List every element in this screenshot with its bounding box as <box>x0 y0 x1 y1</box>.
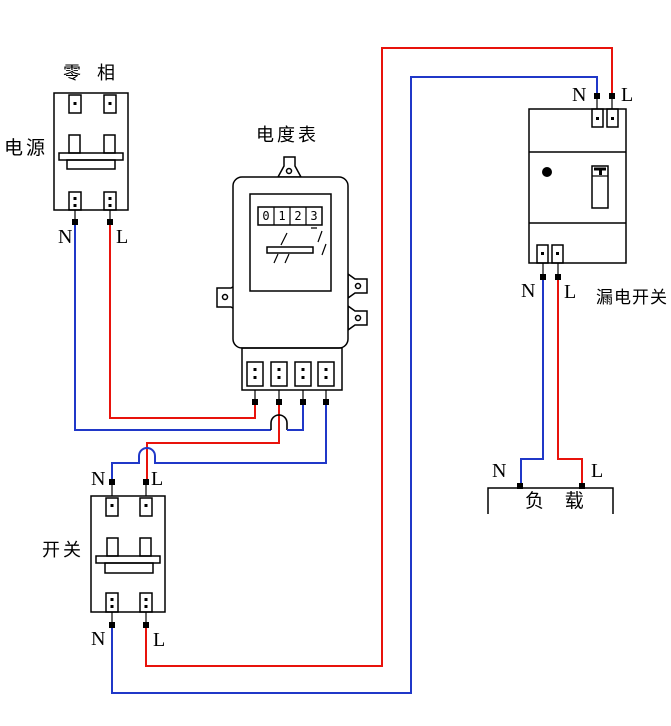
power-terminal-bottom-left <box>68 191 82 211</box>
wire-neutral-leakage-to-load <box>520 280 544 483</box>
meter-decoration-marks <box>273 227 327 264</box>
connection-nodes <box>72 93 615 628</box>
leakage-test-button <box>542 167 552 177</box>
power-supply-box <box>53 92 129 219</box>
terminal-phase-label: 相 <box>97 63 118 83</box>
switch-terminal-bottom-right <box>139 592 153 613</box>
meter-terminal-4 <box>317 361 335 387</box>
leakage-box-dividers <box>529 151 626 224</box>
live-wires <box>109 47 613 667</box>
neutral-wires <box>74 76 598 694</box>
wire-neutral-switch-to-leakage <box>111 76 598 694</box>
load-box <box>487 487 614 514</box>
meter-mount-tab-right2 <box>347 304 368 332</box>
switch-bottom-l-label: L <box>153 629 166 651</box>
switch-bottom-n-label: N <box>91 628 106 650</box>
load-outline <box>487 487 614 514</box>
meter-label: 电度表 <box>256 125 319 145</box>
meter-mount-tab-right1 <box>347 272 368 300</box>
meter-terminal-block <box>241 347 343 391</box>
meter-digit: 2 <box>294 209 302 223</box>
load-n-label: N <box>492 460 507 482</box>
power-l-label: L <box>116 226 129 248</box>
wire-neutral-supply-to-meter <box>287 405 304 431</box>
power-n-label: N <box>58 226 73 248</box>
leakage-terminal-top-l <box>606 108 619 128</box>
leakage-bottom-l-label: L <box>564 281 577 303</box>
leakage-bottom-n-label: N <box>521 280 536 302</box>
meter-terminal-3 <box>294 361 312 387</box>
power-terminal-top-left <box>68 94 82 114</box>
switch-toggle-base <box>104 562 154 574</box>
meter-terminal-2 <box>270 361 288 387</box>
energy-meter <box>216 156 368 399</box>
switch-terminal-top-right <box>139 497 153 517</box>
wire-crossover-hop <box>270 414 288 430</box>
load-label: 负 载 <box>525 491 587 512</box>
breaker-switch-box <box>90 485 166 622</box>
meter-display-window <box>249 193 332 292</box>
power-supply-label: 电源 <box>4 138 49 159</box>
power-toggle-base <box>66 159 116 170</box>
wire-live-meter-to-switch <box>146 405 280 479</box>
meter-mount-hole <box>285 167 293 175</box>
leakage-switch-label: 漏电开关 <box>596 288 668 307</box>
leakage-box-outline <box>528 108 627 264</box>
wire-live-supply-to-meter <box>109 225 256 419</box>
switch-terminal-top-left <box>105 497 119 517</box>
meter-digit: 0 <box>262 209 270 223</box>
power-toggle-bar <box>58 152 124 161</box>
leakage-top-l-label: L <box>621 84 634 106</box>
wire-live-leakage-to-load <box>557 280 583 483</box>
meter-mount-hole <box>221 293 229 301</box>
meter-terminal-1 <box>246 361 264 387</box>
terminal-zero-label: 零 <box>63 63 84 83</box>
meter-mount-hole <box>354 282 362 290</box>
switch-toggle-post <box>106 537 119 557</box>
wire-live-switch-to-leakage <box>145 47 613 667</box>
load-l-label: L <box>591 460 604 482</box>
wire-neutral-supply-to-meter <box>74 225 271 431</box>
leakage-terminal-top-n <box>591 108 604 128</box>
meter-terminal-dots <box>253 368 328 379</box>
switch-label: 开关 <box>42 540 84 560</box>
switch-toggle-post <box>139 537 152 557</box>
meter-mount-hole <box>354 314 362 322</box>
power-terminal-top-right <box>103 94 117 114</box>
leakage-top-n-label: N <box>572 84 587 106</box>
power-box-outline <box>53 92 129 211</box>
leakage-switch-box <box>528 99 627 274</box>
power-toggle-post <box>103 134 116 154</box>
switch-top-l-label: L <box>151 468 164 490</box>
switch-terminal-bottom-left <box>105 592 119 613</box>
switch-top-n-label: N <box>91 468 106 490</box>
switch-toggle-bar <box>95 555 161 564</box>
power-toggle-post <box>68 134 81 154</box>
switch-box-outline <box>90 495 166 613</box>
meter-disc <box>266 246 314 254</box>
meter-digit: 1 <box>278 209 286 223</box>
power-terminal-bottom-right <box>103 191 117 211</box>
meter-digit: 3 <box>310 209 318 223</box>
leakage-toggle-handle <box>591 165 609 209</box>
wire-neutral-meter-to-switch <box>111 405 327 479</box>
